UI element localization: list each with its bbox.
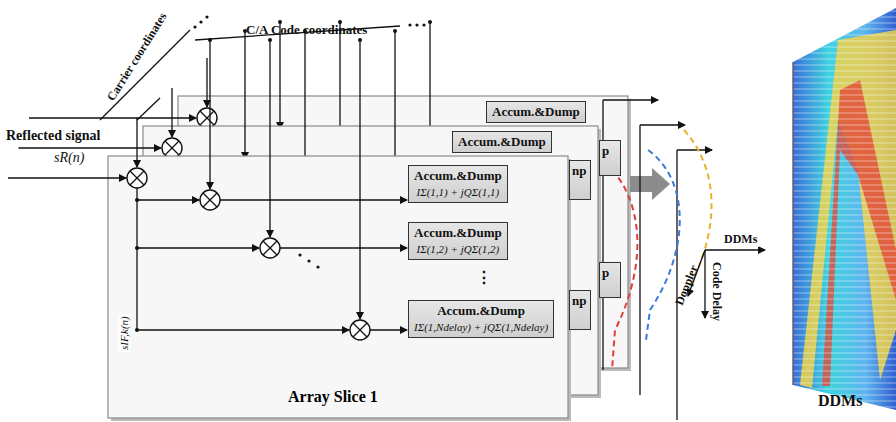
box-title: Accum.&Dump: [414, 168, 502, 184]
array-slice: Array Slice 1Accum.&DumpIΣ(1,1) + jQΣ(1,…: [108, 156, 568, 418]
ellipsis-dot: [415, 23, 418, 26]
mixer-symbol: [162, 138, 182, 158]
wire: [209, 40, 210, 189]
axis-name: Code Delay: [709, 262, 724, 321]
box-title: Accum.&Dump: [458, 134, 546, 150]
mixer-cross: [165, 141, 179, 155]
wire: [29, 117, 196, 118]
signal-name: sR(n): [52, 150, 86, 166]
accum-dump-box: p: [599, 140, 621, 176]
junction-dot: [135, 198, 139, 202]
ddm-image: [793, 8, 896, 410]
accum-dump-box: p: [599, 262, 621, 298]
box-title: p: [602, 143, 618, 159]
box-title: Accum.&Dump: [492, 104, 580, 120]
box-title: Accum.&Dump: [414, 225, 502, 241]
ellipsis: ⋮: [476, 268, 492, 287]
junction-dot: [135, 328, 139, 332]
figure-label: DDMs: [818, 392, 862, 410]
signal-name: Reflected signal: [6, 128, 100, 144]
ellipsis-dot: [316, 265, 319, 268]
mixer-cross: [353, 323, 367, 337]
wire: [244, 31, 245, 159]
box-title: np: [572, 163, 588, 179]
mixer-cross: [203, 193, 217, 207]
box-title: p: [602, 265, 618, 281]
accumulator-output: IΣ(1,1) + jQΣ(1,1): [414, 184, 502, 200]
wire: [280, 247, 407, 248]
wire: [136, 188, 137, 330]
mixer-cross: [203, 193, 217, 207]
accum-dump-box: Accum.&Dump: [452, 131, 552, 153]
curve-axis: [677, 149, 712, 150]
mixer-cross: [263, 241, 277, 255]
mixer-cross: [130, 171, 144, 185]
junction-dot: [428, 20, 432, 24]
ddm-axis: [704, 250, 705, 318]
wire: [137, 329, 349, 330]
ellipsis-dot: [199, 20, 202, 23]
mixer-cross: [200, 111, 214, 125]
wire: [279, 22, 280, 129]
accum-dump-box: Accum.&DumpIΣ(1,2) + jQΣ(1,2): [408, 222, 508, 260]
signal-name: sIF,k(n): [118, 314, 130, 352]
box-title: Accum.&Dump: [414, 303, 548, 319]
ellipsis-dot: [205, 15, 208, 18]
ddm-stripes: [793, 8, 896, 410]
box-title: np: [572, 293, 588, 309]
ellipsis-dot: [298, 253, 301, 256]
wire: [359, 40, 360, 319]
mixer-symbol: [200, 190, 220, 210]
mixer-cross: [200, 111, 214, 125]
mixer-cross: [165, 141, 179, 155]
mixer-symbol: [127, 168, 147, 188]
wire: [206, 58, 207, 107]
accumulator-output: IΣ(1,Ndelay) + jQΣ(1,Ndelay): [414, 319, 548, 335]
wire: [171, 88, 172, 137]
accumulator-output: IΣ(1,2) + jQΣ(1,2): [414, 241, 502, 257]
wire: [19, 147, 162, 148]
wire: [370, 329, 407, 330]
array-slice-panel: [108, 156, 568, 418]
wire: [136, 118, 137, 167]
accum-dump-box: Accum.&DumpIΣ(1,1) + jQΣ(1,1): [408, 165, 508, 203]
ellipsis-dot: [307, 259, 310, 262]
junction-dot: [393, 29, 397, 33]
ellipsis-dot: [193, 25, 196, 28]
gray-arrow: [630, 168, 670, 200]
curve-axis: [603, 99, 658, 100]
mixer-cross: [263, 241, 277, 255]
carrier-bus: [137, 98, 160, 120]
mixer-cross: [353, 323, 367, 337]
mixer-symbol: [350, 320, 370, 340]
box-title: Array Slice 1: [288, 388, 378, 406]
curve-axis: [639, 125, 640, 395]
ellipsis-dot: [422, 23, 425, 26]
mixer-symbol: [197, 108, 217, 128]
axis-name: DDMs: [722, 232, 759, 247]
junction-dot: [135, 246, 139, 250]
ellipsis-dot: [408, 23, 411, 26]
accum-dump-box: np: [569, 160, 591, 200]
curve-axis: [640, 124, 685, 125]
mixer-symbol: [260, 238, 280, 258]
axis-title: Carrier coordinates: [104, 10, 170, 104]
ddm-edge: [792, 62, 793, 385]
wire: [137, 247, 259, 248]
accum-dump-box: Accum.&Dump: [486, 101, 586, 123]
wire: [220, 199, 407, 200]
axis-title: C/A Code coordinates: [246, 22, 367, 38]
wire: [8, 177, 126, 178]
mixer-cross: [130, 171, 144, 185]
wire: [137, 199, 199, 200]
ddm-axis: [705, 249, 765, 250]
accum-dump-box: Accum.&DumpIΣ(1,Ndelay) + jQΣ(1,Ndelay): [408, 300, 554, 338]
accum-dump-box: np: [569, 290, 591, 330]
correlation-curve: [646, 150, 680, 340]
junction-dot: [358, 38, 362, 42]
wire: [269, 40, 270, 237]
junction-dot: [268, 38, 272, 42]
